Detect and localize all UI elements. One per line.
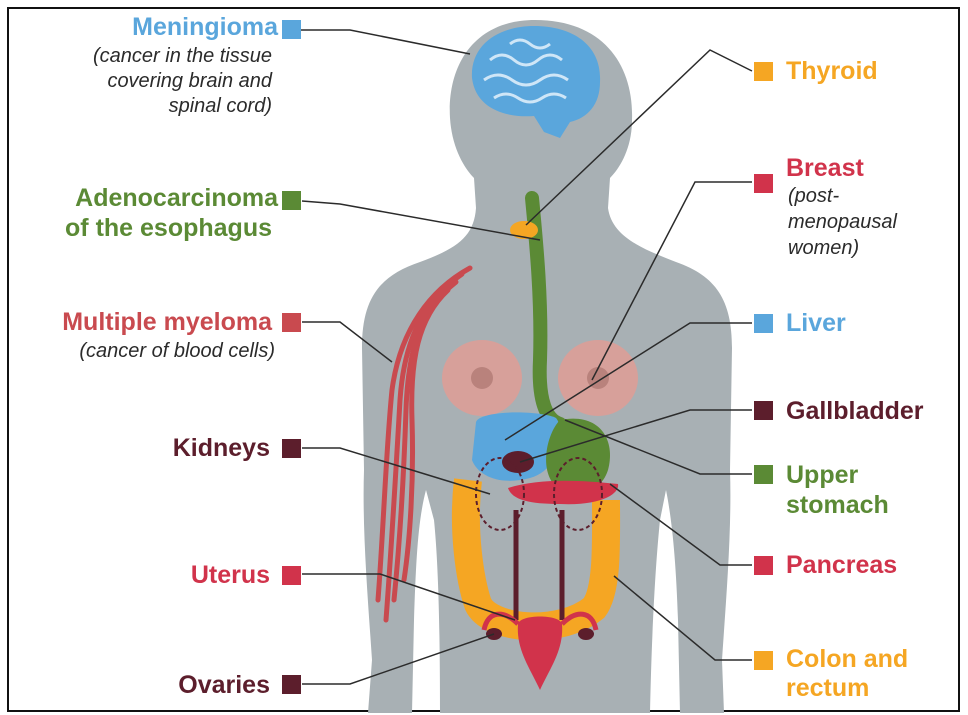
- kidneys-title: Kidneys: [173, 434, 270, 462]
- leader-meningioma: [300, 30, 470, 54]
- myeloma-swatch: [282, 313, 301, 332]
- meningioma-swatch: [282, 20, 301, 39]
- kidneys-swatch: [282, 439, 301, 458]
- adenocarcinoma-line-1: Adenocarcinoma: [75, 184, 278, 212]
- colon-line-2: rectum: [786, 674, 869, 702]
- liver-swatch: [754, 314, 773, 333]
- breast-title: Breast: [786, 154, 864, 182]
- stomach-line-1: Upper: [786, 461, 858, 489]
- breast-desc-3: women): [788, 236, 859, 260]
- ovaries-title: Ovaries: [178, 671, 270, 699]
- myeloma-desc: (cancer of blood cells): [79, 339, 275, 363]
- pancreas-swatch: [754, 556, 773, 575]
- myeloma-title: Multiple myeloma: [62, 308, 272, 336]
- stomach-line-2: stomach: [786, 491, 889, 519]
- meningioma-desc-2: covering brain and: [107, 69, 272, 93]
- gallbladder-title: Gallbladder: [786, 397, 924, 425]
- meningioma-desc-1: (cancer in the tissue: [93, 44, 272, 68]
- colon-line-1: Colon and: [786, 645, 908, 673]
- colon-swatch: [754, 651, 773, 670]
- gallbladder-swatch: [754, 401, 773, 420]
- liver-title: Liver: [786, 309, 846, 337]
- breast-desc-1: (post-: [788, 184, 839, 208]
- meningioma-title: Meningioma: [132, 13, 278, 41]
- ovaries-swatch: [282, 675, 301, 694]
- thyroid-title: Thyroid: [786, 57, 878, 85]
- pancreas-title: Pancreas: [786, 551, 897, 579]
- adenocarcinoma-swatch: [282, 191, 301, 210]
- uterus-title: Uterus: [191, 561, 270, 589]
- thyroid-illustration: [510, 221, 538, 239]
- breast-desc-2: menopausal: [788, 210, 897, 234]
- uterus-swatch: [282, 566, 301, 585]
- meningioma-desc-3: spinal cord): [169, 94, 272, 118]
- stomach-swatch: [754, 465, 773, 484]
- adenocarcinoma-line-2: of the esophagus: [65, 214, 272, 242]
- breast-swatch: [754, 174, 773, 193]
- thyroid-swatch: [754, 62, 773, 81]
